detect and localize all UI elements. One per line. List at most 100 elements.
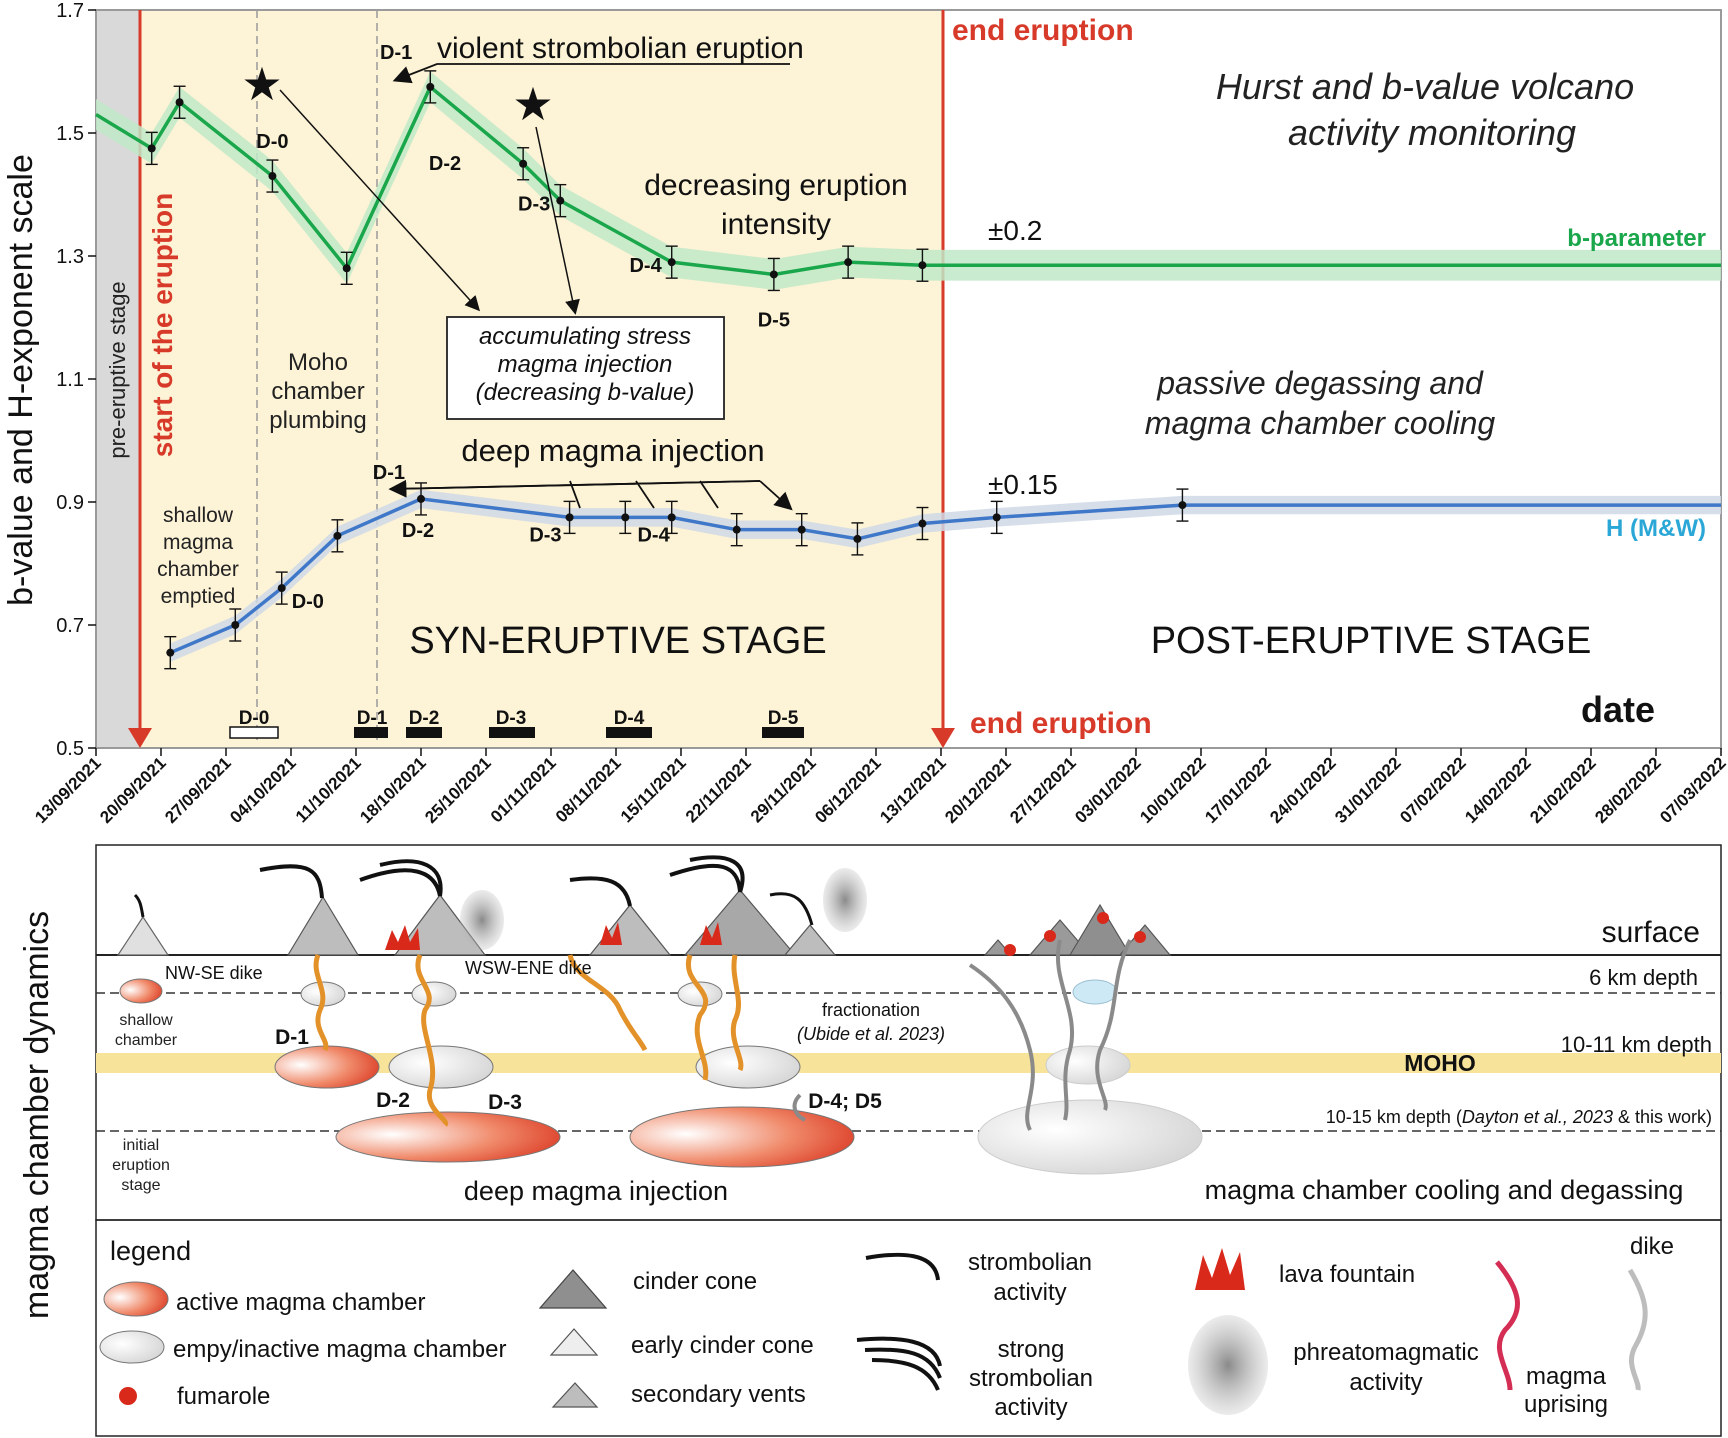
- inactive-chamber-post: [1045, 1045, 1131, 1085]
- dike-grey-4: [792, 1093, 807, 1122]
- legend-strom-label-1: strombolian: [968, 1249, 1092, 1276]
- early-cinder-cone-icon: [116, 915, 170, 956]
- lava-fountain-icon-3: [700, 922, 722, 945]
- y-tick-label: 1.5: [56, 123, 84, 145]
- depth15-label: 10-15 km depth (Dayton et al., 2023 & th…: [1326, 1107, 1712, 1127]
- y-axis-label: b-value and H-exponent scale: [2, 154, 40, 606]
- y-tick-label: 1.1: [56, 369, 84, 391]
- secondary-vent-icon-1: [286, 895, 360, 956]
- y-tick-label: 0.7: [56, 615, 84, 637]
- legend-title: legend: [110, 1236, 191, 1266]
- cinder-cone-icon-5: [1068, 903, 1132, 956]
- dike-orange-5: [730, 954, 744, 1072]
- lava-fountain-icon-2: [600, 922, 622, 945]
- x-tick-label: 11/10/2021: [292, 753, 365, 826]
- start-eruption-label: start of the eruption: [147, 193, 178, 457]
- shallow-chamber-label-1: shallow: [119, 1012, 173, 1029]
- dyn-d3-label: D-3: [488, 1091, 522, 1114]
- moho-label: MOHO: [1404, 1050, 1476, 1076]
- legend-active-icon: [103, 1281, 169, 1317]
- x-tick-label: 27/09/2021: [161, 753, 235, 827]
- x-tick-label: 28/02/2022: [1591, 753, 1665, 827]
- data-point: [667, 258, 676, 267]
- phase-bar-d0: [229, 726, 279, 739]
- phase-bar-label-d4: D-4: [614, 708, 645, 729]
- x-tick-label: 08/11/2021: [552, 753, 625, 826]
- data-point: [147, 144, 156, 153]
- point-label: D-4: [629, 255, 662, 277]
- point-label: D-1: [373, 462, 405, 484]
- secondary-vent-icon-2: [783, 924, 837, 956]
- point-label: D-4: [637, 524, 670, 546]
- data-point: [426, 82, 435, 91]
- shallow-emptied-2: magma: [163, 531, 233, 554]
- x-tick-label: 21/02/2022: [1526, 753, 1600, 827]
- dike-orange-1: [313, 954, 329, 1052]
- x-tick-label: 22/11/2021: [682, 753, 755, 826]
- data-point: [797, 525, 806, 534]
- x-tick-label: 13/12/2021: [876, 753, 950, 827]
- surface-label: surface: [1602, 916, 1700, 949]
- phase-bar-label-d5: D-5: [768, 708, 799, 729]
- violent-arrow: [392, 63, 790, 84]
- dyn-d2-label: D-2: [376, 1089, 410, 1112]
- h-d2-label: D-2: [402, 520, 434, 542]
- legend-cinder-cone-icon: [538, 1269, 608, 1309]
- fractionation-label: fractionation: [822, 1000, 920, 1020]
- cooling-label: magma chamber cooling and degassing: [1205, 1175, 1684, 1205]
- stress-box-line-2: magma injection: [498, 351, 673, 378]
- shallow-emptied-4: emptied: [161, 585, 236, 608]
- b-band-label: ±0.2: [988, 215, 1042, 246]
- deep-injection-arrow-left: [388, 479, 761, 498]
- point-label: D-2: [429, 153, 461, 175]
- legend-lava-label: lava fountain: [1279, 1261, 1415, 1288]
- data-point: [853, 534, 862, 543]
- x-tick-label: 04/10/2021: [226, 753, 300, 827]
- post-eruptive-label: POST-ERUPTIVE STAGE: [1151, 620, 1592, 662]
- data-point: [277, 584, 286, 593]
- data-point: [1178, 501, 1187, 510]
- x-tick-label: 18/10/2021: [356, 753, 430, 827]
- fumarole-icon-4: [1134, 931, 1146, 943]
- date-label: date: [1581, 689, 1655, 730]
- phase-bar-d2: [406, 727, 442, 738]
- active-chamber-d1: [274, 1045, 380, 1089]
- phreatomagmatic-icon-1: [460, 890, 504, 950]
- point-label: D-3: [529, 524, 561, 546]
- legend-fumarole-label: fumarole: [177, 1383, 270, 1410]
- wswene-dike-label: WSW-ENE dike: [465, 958, 592, 978]
- end-eruption-arrow-icon: [931, 728, 955, 748]
- inactive-chamber-deep-post: [977, 1099, 1203, 1175]
- legend-phreatomagmatic-icon: [1188, 1315, 1268, 1415]
- x-tick-label: 24/01/2022: [1266, 753, 1340, 827]
- legend-lava-fountain-icon: [1195, 1248, 1245, 1290]
- decreasing-line-1: decreasing eruption: [644, 169, 908, 202]
- legend-strom-label-2: activity: [993, 1279, 1066, 1306]
- strombolian-icon-6: [133, 893, 145, 918]
- x-tick-label: 29/11/2021: [747, 753, 820, 826]
- chart-panel: 0.50.70.91.11.31.51.7 13/09/202120/09/20…: [2, 0, 1728, 827]
- data-point: [556, 196, 565, 205]
- inactive-chamber-6km-3: [677, 981, 723, 1007]
- b-series-label: b-parameter: [1567, 225, 1706, 252]
- point-label: D-1: [380, 42, 412, 64]
- title-line-1: Hurst and b-value volcano: [1216, 66, 1634, 107]
- depth10-label: 10-11 km depth: [1561, 1032, 1712, 1057]
- legend-fumarole-icon: [119, 1387, 137, 1405]
- passive-line-1: passive degassing and: [1156, 365, 1484, 401]
- moho-plumbing-3: plumbing: [269, 407, 366, 434]
- x-tick-label: 14/02/2022: [1461, 753, 1535, 827]
- legend-strong-label-1: strong: [998, 1336, 1065, 1363]
- pre-eruptive-label: pre-eruptive stage: [105, 281, 130, 458]
- data-point: [342, 264, 351, 273]
- dyn-d45-label: D-4; D5: [808, 1090, 882, 1113]
- depth6-label: 6 km depth: [1589, 965, 1698, 990]
- legend-uprising-label-2: uprising: [1524, 1391, 1608, 1418]
- star-arrow-2: [535, 126, 580, 315]
- phase-bar-label-d3: D-3: [496, 708, 527, 729]
- legend-phreato-label-1: phreatomagmatic: [1293, 1339, 1478, 1366]
- phase-bar-label-d2: D-2: [409, 708, 440, 729]
- shallow-emptied-3: chamber: [157, 558, 239, 581]
- legend-frame: [95, 1219, 1722, 1437]
